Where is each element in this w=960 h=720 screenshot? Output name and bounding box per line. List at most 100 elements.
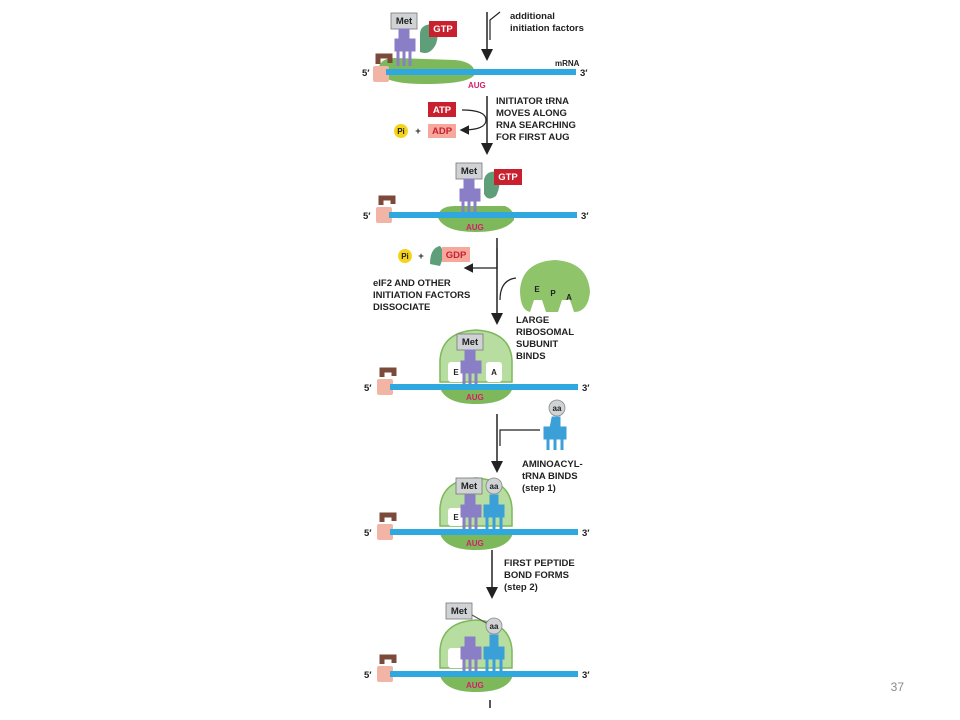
mrna-strand bbox=[390, 384, 578, 390]
met-label: Met bbox=[461, 481, 478, 492]
three-prime-label: 3′ bbox=[582, 528, 590, 539]
met-box bbox=[455, 477, 483, 495]
site-a-label: A bbox=[566, 293, 572, 302]
cap-hook bbox=[375, 53, 393, 64]
initiator-trna bbox=[460, 494, 482, 529]
step-dissociate-line1: eIF2 AND OTHER bbox=[373, 278, 451, 289]
step-large-line1: LARGE bbox=[516, 315, 549, 326]
aa-label: aa bbox=[553, 404, 562, 413]
site-e-label: E bbox=[453, 368, 459, 377]
aug-label: AUG bbox=[466, 393, 484, 402]
mrna-strand bbox=[390, 529, 578, 535]
initiator-trna bbox=[459, 178, 481, 212]
gdp-release-arrow bbox=[463, 248, 498, 273]
cap-hook bbox=[379, 367, 397, 377]
aminoacyl-trna-shape bbox=[543, 416, 567, 450]
gdp-label: GDP bbox=[446, 250, 467, 261]
site-e-pocket bbox=[448, 648, 464, 668]
step-large-line4: BINDS bbox=[516, 351, 546, 362]
aug-label: AUG bbox=[466, 681, 484, 690]
step-peptide-line3: (step 2) bbox=[504, 582, 538, 593]
five-prime-label: 5′ bbox=[364, 528, 372, 539]
gdp-box bbox=[442, 247, 470, 262]
stage-1-small-subunit: Met GTP 5′ 3′ mRNA AUG bbox=[362, 12, 588, 90]
step-scan-line2: MOVES ALONG bbox=[496, 108, 567, 119]
step-scan-line3: RNA SEARCHING bbox=[496, 120, 576, 131]
gtp-box bbox=[494, 169, 522, 185]
aug-label: AUG bbox=[466, 223, 484, 232]
free-large-subunit: E P A bbox=[520, 260, 590, 312]
plus-sign-2: + bbox=[418, 251, 424, 262]
initiator-trna bbox=[394, 28, 416, 66]
aa-circle bbox=[548, 399, 566, 417]
slide-number: 37 bbox=[890, 680, 904, 694]
step-large-line3: SUBUNIT bbox=[516, 339, 558, 350]
aug-label: AUG bbox=[468, 81, 486, 90]
five-prime-label: 5′ bbox=[364, 670, 372, 681]
initiator-trna bbox=[460, 349, 482, 384]
atp-branch bbox=[459, 109, 487, 135]
factor-branch-arrow bbox=[489, 11, 501, 40]
aa-label: aa bbox=[490, 482, 499, 491]
gtp-label: GTP bbox=[433, 24, 453, 35]
stage-4-aminoacyl-bound: E Met aa 5′ 3′ AUG bbox=[364, 477, 590, 550]
large-subunit-shape bbox=[520, 260, 590, 312]
gtp-box bbox=[429, 21, 457, 37]
site-e-pocket bbox=[448, 508, 464, 526]
pi-circle-1 bbox=[394, 124, 408, 138]
adp-box bbox=[428, 124, 456, 138]
stage-2-scanning: Met GTP 5′ 3′ AUG bbox=[363, 162, 589, 232]
pi-label-2: Pi bbox=[401, 252, 409, 261]
aa-circle bbox=[485, 477, 503, 495]
aa-label: aa bbox=[490, 622, 499, 631]
gtp-label: GTP bbox=[498, 172, 518, 183]
met-label: Met bbox=[462, 337, 479, 348]
mrna-label: mRNA bbox=[555, 59, 580, 68]
three-prime-label: 3′ bbox=[582, 670, 590, 681]
step-peptide-line2: BOND FORMS bbox=[504, 570, 569, 581]
site-p-label: P bbox=[550, 289, 556, 298]
met-label: Met bbox=[461, 166, 478, 177]
aa-circle bbox=[485, 617, 503, 635]
large-subunit-branch bbox=[499, 277, 517, 301]
cap-structure bbox=[373, 66, 389, 82]
five-prime-label: 5′ bbox=[362, 68, 370, 79]
met-box bbox=[445, 602, 473, 620]
step-large-line2: RIBOSOMAL bbox=[516, 327, 574, 338]
met-label: Met bbox=[396, 16, 413, 27]
stage-3-assembled-ribosome: E A Met 5′ 3′ AUG bbox=[364, 329, 590, 404]
atp-box bbox=[428, 102, 456, 117]
step-aminoacyl-line3: (step 1) bbox=[522, 483, 556, 494]
cap-hook bbox=[379, 654, 397, 664]
pi-label-1: Pi bbox=[397, 127, 405, 136]
step-aminoacyl-line1: AMINOACYL- bbox=[522, 459, 583, 470]
site-e-label: E bbox=[534, 285, 540, 294]
released-factor bbox=[430, 246, 443, 266]
five-prime-label: 5′ bbox=[363, 211, 371, 222]
peptidyl-trna bbox=[483, 634, 505, 671]
plus-sign-1: + bbox=[415, 126, 421, 137]
step-peptide-line1: FIRST PEPTIDE bbox=[504, 558, 575, 569]
cap-structure bbox=[377, 666, 393, 682]
three-prime-label: 3′ bbox=[581, 211, 589, 222]
mrna-strand bbox=[386, 69, 576, 75]
adp-label: ADP bbox=[432, 126, 453, 137]
stage-5-peptide-bond: Met aa 5′ 3′ AUG bbox=[364, 602, 590, 692]
step-scan-line4: FOR FIRST AUG bbox=[496, 132, 570, 143]
step-dissociate-line2: INITIATION FACTORS bbox=[373, 290, 470, 301]
step-additional-line1: additional bbox=[510, 11, 555, 22]
aminoacyl-trna bbox=[483, 494, 505, 529]
cap-hook bbox=[378, 195, 396, 205]
cap-structure bbox=[377, 524, 393, 540]
five-prime-label: 5′ bbox=[364, 383, 372, 394]
aminoacyl-branch bbox=[499, 429, 540, 446]
atp-label: ATP bbox=[433, 105, 452, 116]
site-e-pocket bbox=[448, 362, 464, 382]
step-aminoacyl-line2: tRNA BINDS bbox=[522, 471, 578, 482]
site-a-label: A bbox=[491, 368, 497, 377]
aug-label: AUG bbox=[466, 539, 484, 548]
cap-structure bbox=[377, 379, 393, 395]
step-additional-line2: initiation factors bbox=[510, 23, 584, 34]
step-scan-line1: INITIATOR tRNA bbox=[496, 96, 569, 107]
